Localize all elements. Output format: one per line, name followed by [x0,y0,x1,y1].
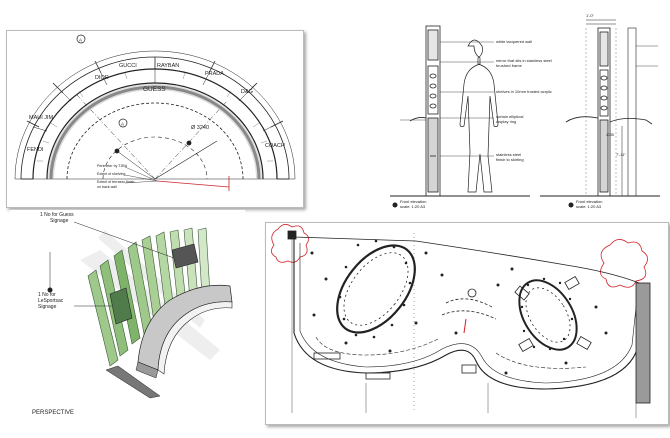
note-ring-1: curtain elliptical [496,114,523,119]
dimension-side: 7'-11" [616,152,626,157]
brand-maui-jim: MAUI JIM [29,115,54,121]
tree-outline-left [271,224,309,263]
perspective-panel: 1 No for Guess Signage 1 No for LeSports… [10,210,245,425]
note-skirting-1: stainless steel [496,152,521,157]
center-label: GUESS [143,86,166,93]
label-guess-signage-2: Signage [50,218,69,224]
note-skirting-2: finish to skirting [496,157,524,162]
note-ring-2: display ring [496,119,516,124]
ceiling-plan-panel [265,222,669,425]
pendant-light-icon [47,287,53,293]
perspective-drawing: 1 No for Guess Signage 1 No for LeSports… [32,212,233,416]
note-back-wall: on back wall [97,185,117,189]
note-mirror-1: mirror that sits in stainless steel [496,58,552,63]
caption-right-marker [568,202,574,208]
dimension-mid: 1035 [606,133,614,137]
front-elevation-panel: 1'-0" 7'-11" 1035 white lacquered wall m… [390,6,660,216]
front-elevation-drawing: 1'-0" 7'-11" 1035 white lacquered wall m… [390,13,660,209]
tree-outline-right [600,239,648,288]
brand-dg: D&G [241,89,253,95]
brand-coach: COACH [265,143,285,149]
guess-signage [171,243,199,269]
note-shelving: Extent of shelving [97,172,125,176]
label-guess-signage-1: 1 No for Guess [40,212,74,218]
brand-fendi: FENDI [27,147,44,153]
note-terrazzo: Extent of terrazzo finish [97,180,135,184]
lesportsac-signage [109,287,133,325]
dimension-top: 1'-0" [586,13,595,18]
caption-left-marker [392,202,398,208]
caption-right-title: Front elevation [576,199,602,204]
brand-gucci: GUCCI [119,63,137,69]
section-marker-center: A [121,122,124,127]
brand-prada: PRADA [205,71,224,77]
label-lesportsac-3: Signage [38,304,57,310]
label-lesportsac-2: LeSportsac [38,298,64,304]
ceiling-plan-drawing [271,224,651,418]
note-wall: white lacquered wall [496,39,532,44]
floor-plan-panel: FENDI MAUI JIM DIOR GUCCI RAYBAN PRADA D… [6,30,304,208]
section-marker-top: A [79,38,82,43]
caption-left-title: Front elevation [400,199,426,204]
note-shelves: shelves in 10mm frosted acrylic [496,89,552,94]
brand-dior: DIOR [95,75,109,81]
label-lesportsac-1: 1 No for [38,292,56,298]
note-mirror-2: brushed frame [496,63,523,68]
brand-rayban: RAYBAN [157,63,179,69]
caption-right-scale: scale: 1:20 A3 [576,204,602,209]
caption-left-scale: scale: 1:20 A3 [400,204,426,209]
perspective-caption: PERSPECTIVE [32,410,74,416]
radius-dimension: Ø 3240 [191,125,209,131]
note-perimeter: Perimeter by TJBA [97,164,128,168]
floor-plan-drawing: FENDI MAUI JIM DIOR GUCCI RAYBAN PRADA D… [14,34,296,191]
